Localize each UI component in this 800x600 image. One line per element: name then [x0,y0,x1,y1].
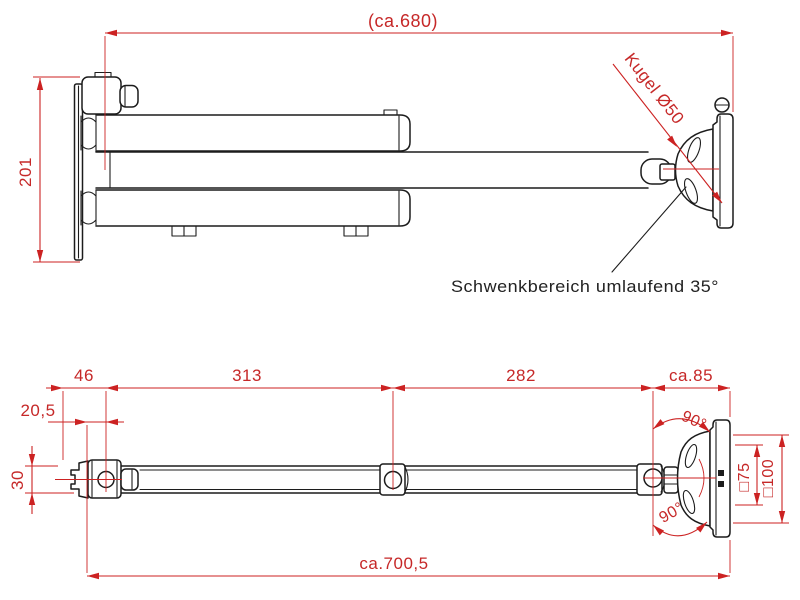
dim-segment-3-label: 282 [506,366,536,385]
dim-pivot-offset-label: 20,5 [20,401,55,420]
dim-arm-height-label: 30 [8,470,27,490]
dim-overall-width: (ca.680) [104,11,734,170]
ball-petal-lower [683,178,699,204]
swivel-note-label: Schwenkbereich umlaufend 35° [451,277,719,296]
hinge-barrels [80,115,97,226]
dim-overall-length: ca.700,5 [87,540,731,580]
side-view: 46 313 282 ca.85 20,5 30 [8,366,789,580]
dim-hole-patterns: □75 □100 [733,434,789,524]
plate-slot-upper [718,470,724,476]
dim-plate-height: 201 [16,76,80,263]
top-view: (ca.680) 201 Kugel Ø50 Schwenkbereich um… [16,11,734,296]
dim-segment-1-label: 46 [74,366,94,385]
dim-plate-height-label: 201 [16,157,35,187]
ball-housing [674,128,714,212]
vesa-plate-top-view [712,97,734,229]
ball-end-joint-side [636,463,679,496]
dim-segment-2-label: 313 [232,366,262,385]
dim-pivot-offset: 20,5 [20,401,124,573]
plate-slot-lower [718,481,724,487]
side-knob [120,468,139,491]
wall-plate [73,83,84,261]
side-petal-upper [684,443,698,469]
ball-housing-side [676,430,711,527]
dim-overall-length-label: ca.700,5 [359,554,428,573]
top-clamp [81,71,139,115]
middle-joint-side [379,463,409,496]
dim-chain-horizontal: 46 313 282 ca.85 [46,366,731,536]
dim-tilt-up-label: 90° [679,408,709,434]
arm-channel-top [95,109,411,152]
dim-hole-pattern-100-label: □100 [760,459,777,497]
dim-hole-pattern-75-label: □75 [736,463,753,492]
dim-overall-width-label: (ca.680) [368,11,438,31]
dim-segment-4-label: ca.85 [669,366,713,385]
swivel-note: Schwenkbereich umlaufend 35° [451,186,719,296]
dim-arm-height: 30 [8,446,122,514]
vesa-plate-side-view [709,419,731,538]
arm-channel-bottom [95,189,411,237]
clamp-knob [119,84,139,108]
side-petal-lower [682,489,696,515]
forearm-bar [95,151,649,189]
elbow-clevis [640,158,676,185]
